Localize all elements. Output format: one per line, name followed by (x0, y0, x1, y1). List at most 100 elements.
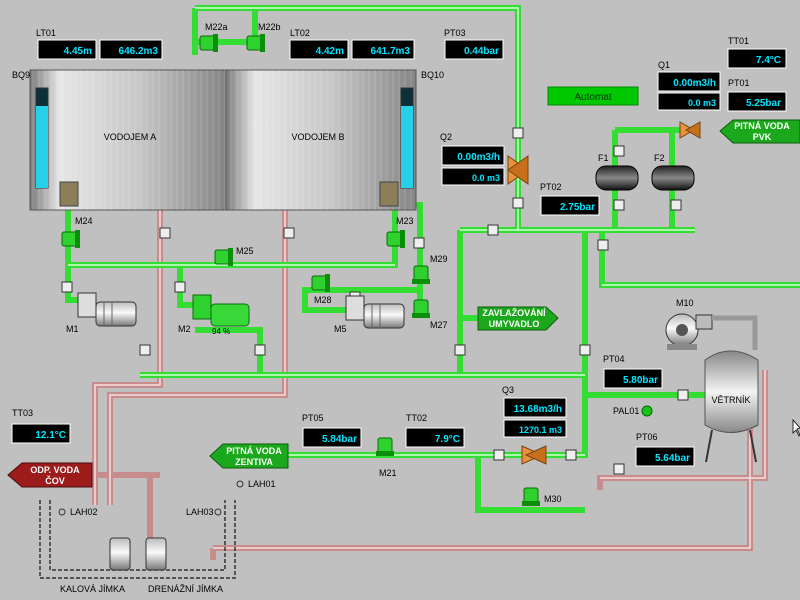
valve-m25[interactable]: M25 (214, 246, 254, 266)
pump-m5[interactable]: M5 (334, 295, 405, 334)
pt03-display[interactable]: PT03 0.44bar (444, 28, 504, 60)
pt02-display[interactable]: PT02 2.75bar (540, 182, 600, 216)
valve-m30-label: M30 (544, 494, 562, 504)
pt05-display[interactable]: PT05 5.84bar (302, 413, 362, 448)
lt02-display[interactable]: LT02 4.42m 641.7m3 (289, 28, 415, 60)
svg-text:UMYVADLO: UMYVADLO (489, 319, 540, 329)
pt03-value: 0.44bar (464, 46, 499, 57)
automat-label: Automat (574, 92, 611, 103)
pt01-value: 5.25bar (746, 98, 781, 109)
fan-duct (712, 315, 758, 350)
pump-m1-label: M1 (66, 324, 79, 334)
valve-m21[interactable]: M21 (376, 437, 397, 478)
tt03-value: 12.1°C (35, 430, 66, 441)
level-fill-bq10 (401, 106, 413, 188)
vent-tank[interactable]: VĚTRNÍK (704, 350, 759, 463)
tank-a-strainer (59, 181, 79, 207)
pal01-label: PAL01 (613, 406, 639, 416)
valve-m27-label: M27 (430, 320, 448, 330)
tank-b-strainer (379, 181, 399, 207)
svg-text:ZAVLAŽOVÁNÍ: ZAVLAŽOVÁNÍ (482, 307, 546, 318)
q2-display[interactable]: Q2 0.00m3/h 0.0 m3 (440, 132, 505, 186)
arrow-pitna-voda-zentiva: PITNÁ VODA ZENTIVA (209, 443, 289, 469)
svg-text:PITNÁ VODA: PITNÁ VODA (734, 121, 790, 131)
lt01-display[interactable]: LT01 4.45m 646.2m3 (36, 28, 163, 60)
control-valve-q3[interactable] (521, 445, 547, 465)
tt03-display[interactable]: TT03 12.1°C (11, 408, 71, 444)
q1-total: 0.0 m3 (688, 98, 716, 108)
control-valve-q1[interactable] (679, 121, 701, 139)
q3-rate: 13.68m3/h (514, 404, 562, 415)
valve-m28[interactable]: M28 (311, 274, 332, 305)
svg-text:PVK: PVK (753, 132, 772, 142)
water-pipes-highlight (68, 7, 800, 456)
lt01-volume: 646.2m3 (119, 46, 159, 57)
valve-m27[interactable]: M27 (412, 299, 448, 330)
valve-m22a[interactable]: M22a (199, 22, 228, 52)
lt02-level: 4.42m (316, 46, 344, 57)
pipe-m30 (475, 455, 585, 513)
pipe-m2-out (195, 327, 263, 375)
svg-text:LAH03: LAH03 (186, 507, 214, 517)
pump-m1[interactable]: M1 (66, 292, 137, 334)
q2-label: Q2 (440, 132, 452, 142)
pt02-label: PT02 (540, 182, 562, 192)
valve-m25-label: M25 (236, 246, 254, 256)
valve-m22b-label: M22b (258, 22, 281, 32)
lt01-label: LT01 (36, 28, 56, 38)
q3-display[interactable]: Q3 13.68m3/h 1270.1 m3 (502, 385, 567, 438)
valve-m24[interactable]: M24 (61, 216, 93, 248)
q1-rate: 0.00m3/h (673, 78, 716, 89)
filter-f1[interactable]: F1 (595, 153, 639, 191)
control-valve-q2[interactable] (507, 155, 529, 185)
filter-f2[interactable]: F2 (651, 153, 695, 191)
valve-m29[interactable]: M29 (412, 254, 448, 284)
q1-display[interactable]: Q1 0.00m3/h 0.0 m3 (657, 60, 721, 111)
tank-vodojem-a[interactable]: VODOJEM A (29, 69, 227, 211)
valve-m21-label: M21 (379, 468, 397, 478)
svg-text:ČOV: ČOV (45, 475, 65, 486)
pt03-label: PT03 (444, 28, 466, 38)
q3-label: Q3 (502, 385, 514, 395)
tank-a-name: VODOJEM A (104, 132, 157, 142)
tt02-display[interactable]: TT02 7.9°C (405, 413, 465, 448)
hand-valves (61, 127, 689, 475)
automat-status-button[interactable]: Automat (547, 86, 639, 106)
valve-m22a-label: M22a (205, 22, 228, 32)
pipe-top (192, 5, 521, 230)
pt06-display[interactable]: PT06 5.64bar (635, 432, 695, 467)
svg-text:ZENTIVA: ZENTIVA (235, 457, 273, 467)
lt02-label: LT02 (290, 28, 310, 38)
tt01-label: TT01 (728, 36, 749, 46)
pit-kalova-label: KALOVÁ JÍMKA (60, 584, 125, 594)
q2-total: 0.0 m3 (472, 173, 500, 183)
tank-vodojem-b[interactable]: VODOJEM B (225, 69, 417, 211)
arrow-zavlazovani: ZAVLAŽOVÁNÍ UMYVADLO (477, 306, 559, 331)
fan-m10[interactable]: M10 (665, 298, 713, 350)
pit-pump-kalova[interactable] (109, 537, 131, 571)
q3-total: 1270.1 m3 (519, 425, 562, 435)
pt01-label: PT01 (728, 78, 750, 88)
valve-m30[interactable]: M30 (522, 487, 562, 506)
valve-m23[interactable]: M23 (386, 216, 414, 248)
q2-rate: 0.00m3/h (457, 152, 500, 163)
valve-m24-label: M24 (75, 216, 93, 226)
vent-tank-name: VĚTRNÍK (711, 395, 750, 405)
sensor-bq9-label: BQ9 (12, 70, 30, 80)
pump-m2-speed: 94 % (212, 327, 230, 336)
tt02-value: 7.9°C (435, 434, 460, 445)
tt01-display[interactable]: TT01 7.4°C (727, 36, 787, 69)
pt01-display[interactable]: PT01 5.25bar (727, 78, 787, 112)
svg-text:LAH02: LAH02 (70, 507, 98, 517)
svg-text:PITNÁ VODA: PITNÁ VODA (226, 446, 282, 456)
fan-m10-label: M10 (676, 298, 694, 308)
pump-m2[interactable]: M2 94 % (178, 294, 250, 336)
pt04-display[interactable]: PT04 5.80bar (603, 354, 663, 389)
pal01-indicator (641, 405, 653, 417)
pt04-value: 5.80bar (623, 375, 658, 386)
pit-pump-drenazni[interactable] (145, 537, 167, 571)
pump-m5-label: M5 (334, 324, 347, 334)
valve-m22b[interactable]: M22b (246, 22, 281, 52)
filter-f2-label: F2 (654, 153, 665, 163)
